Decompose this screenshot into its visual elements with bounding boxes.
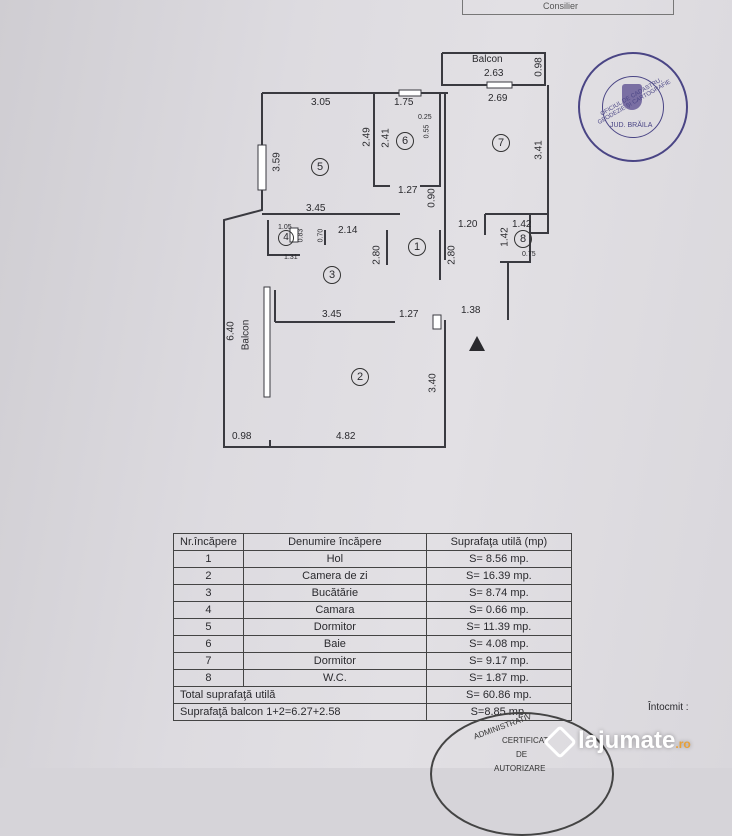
cell-area: S= 8.56 mp.	[425, 550, 572, 568]
dim-label: 3.59	[271, 152, 283, 172]
room-number-4: 4	[278, 230, 294, 246]
dim-label: 2.80	[446, 245, 458, 265]
room-number-8: 8	[514, 230, 532, 248]
dim-label: 1.27	[399, 309, 419, 320]
balcony-label: Suprafaţă balcon 1+2=6.27+2.58	[173, 703, 427, 721]
cell-area: S= 0.66 mp.	[425, 601, 572, 619]
cell-name: Dormitor	[242, 652, 427, 670]
cell-name: W.C.	[242, 669, 427, 687]
cell-area: S= 8.74 mp.	[425, 584, 572, 602]
dim-label: 0.90	[426, 188, 438, 208]
signature-box: Consilier	[462, 0, 674, 15]
floor-plan	[223, 52, 549, 448]
cell-name: Dormitor	[242, 618, 427, 636]
dim-label: 2.69	[488, 93, 508, 104]
north-arrow-icon	[469, 336, 485, 351]
seal-text: DE	[516, 750, 528, 759]
cell-nr: 2	[173, 567, 244, 585]
dim-label: 2.49	[361, 127, 373, 147]
cell-name: Hol	[242, 550, 427, 568]
dim-label: 6.40	[225, 321, 237, 341]
dim-label: 1.42	[499, 227, 511, 247]
stamp-county: JUD. BRĂILA	[610, 122, 653, 129]
dim-label: 0.70	[317, 228, 325, 243]
dim-label: 1.75	[394, 97, 414, 108]
cell-name: Camara	[242, 601, 427, 619]
balcony-left-label: Balcon	[240, 319, 252, 351]
cell-nr: 7	[173, 652, 244, 670]
room-number-2: 2	[351, 368, 369, 386]
cell-area: S= 9.17 mp.	[425, 652, 572, 670]
dim-label: 3.41	[533, 140, 545, 160]
seal-text: CERTIFICAT	[502, 736, 549, 745]
cell-nr: 6	[173, 635, 244, 653]
prepared-by-label: Întocmit :	[648, 702, 689, 713]
room-number-5: 5	[311, 158, 329, 176]
cell-nr: 8	[173, 669, 244, 687]
table-header-row: Nr.încăpere Denumire încăpere Suprafaţa …	[173, 533, 572, 551]
dim-label: 0.98	[232, 431, 252, 442]
seal-text: AUTORIZARE	[494, 764, 546, 773]
cadastre-stamp: OFICIUL DE CADASTRU, GEODEZIE ȘI CARTOGR…	[578, 52, 688, 162]
room-number-7: 7	[492, 134, 510, 152]
col-header-area: Suprafaţa utilă (mp)	[425, 533, 572, 551]
dim-label: 0.98	[533, 57, 545, 77]
cell-area: S= 11.39 mp.	[425, 618, 572, 636]
lajumate-logo-icon	[543, 724, 577, 759]
dim-label: 1.38	[461, 305, 481, 316]
room-number-6: 6	[396, 132, 414, 150]
watermark-tld: .ro	[675, 737, 691, 751]
watermark-brand: lajumate	[578, 727, 676, 754]
cell-nr: 3	[173, 584, 244, 602]
dim-label: 3.45	[322, 309, 342, 320]
balcony-top-label: Balcon	[472, 54, 503, 65]
cell-nr: 4	[173, 601, 244, 619]
total-value: S= 60.86 mp.	[425, 686, 572, 704]
dim-label: 0.25	[418, 114, 432, 121]
dim-label: 1.42	[512, 219, 532, 230]
rooms-table: Nr.încăpere Denumire încăpere Suprafaţa …	[173, 533, 572, 721]
col-header-nr: Nr.încăpere	[173, 533, 244, 551]
cell-area: S= 16.39 mp.	[425, 567, 572, 585]
cell-name: Bucătărie	[242, 584, 427, 602]
dim-label: 1.27	[398, 185, 418, 196]
dim-label: 3.45	[306, 203, 326, 214]
total-label: Total suprafaţă utilă	[173, 686, 427, 704]
cell-area: S= 4.08 mp.	[425, 635, 572, 653]
coat-of-arms-icon	[622, 84, 642, 110]
cell-nr: 1	[173, 550, 244, 568]
dim-label: 2.41	[380, 128, 392, 148]
dim-label: 0.83	[297, 228, 305, 243]
cell-name: Baie	[242, 635, 427, 653]
watermark: lajumate.ro	[543, 724, 691, 759]
cell-nr: 5	[173, 618, 244, 636]
cell-area: S= 1.87 mp.	[425, 669, 572, 687]
signature-label: Consilier	[543, 1, 579, 11]
dim-label: 3.05	[311, 97, 331, 108]
col-header-name: Denumire încăpere	[242, 533, 427, 551]
dim-label: 3.40	[427, 373, 439, 393]
dim-label: 4.82	[336, 431, 356, 442]
dim-label: 0.75	[522, 251, 536, 258]
room-number-1: 1	[408, 238, 426, 256]
dim-label: 1.20	[458, 219, 478, 230]
dim-label: 2.80	[371, 245, 383, 265]
room-number-3: 3	[323, 266, 341, 284]
dim-label: 2.14	[338, 225, 358, 236]
dim-label: 1.31	[284, 254, 298, 261]
dim-label: 0.55	[423, 124, 431, 139]
cell-name: Camera de zi	[242, 567, 427, 585]
dim-label: 1.05	[278, 224, 292, 231]
dim-label: 2.63	[484, 68, 504, 79]
